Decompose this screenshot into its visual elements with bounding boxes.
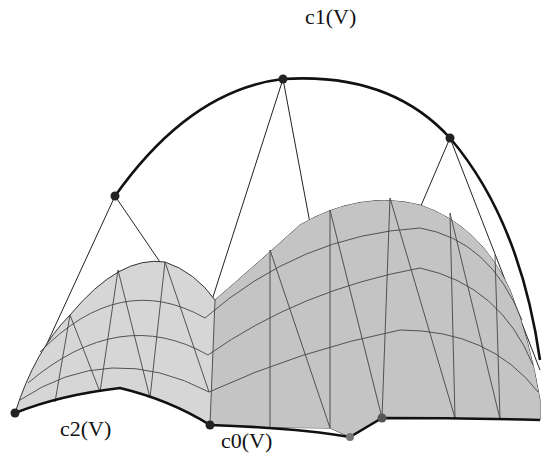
surface-mesh [20,198,538,428]
surface-shade [210,201,540,438]
boundary-curve [15,78,540,437]
surface-patch [15,201,540,438]
curve-label: c1(V) [305,6,356,28]
curve-label: c0(V) [221,430,272,452]
control-net [15,79,540,437]
control-point [11,75,455,442]
curve-label: c2(V) [60,418,111,440]
